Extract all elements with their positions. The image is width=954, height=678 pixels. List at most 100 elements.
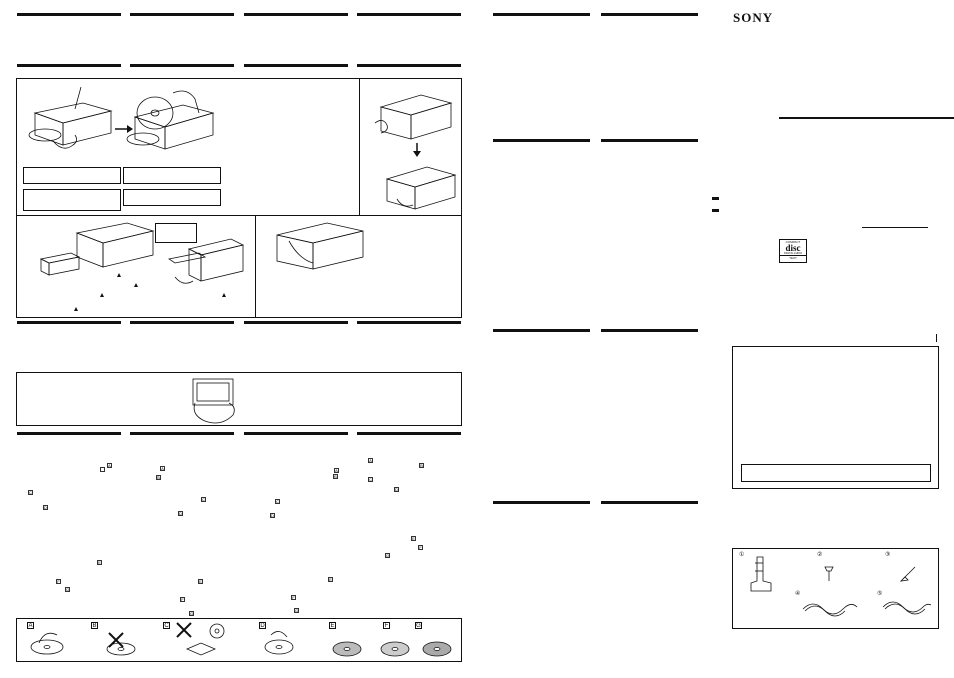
col-header-rule-3 — [244, 13, 348, 16]
mid-rule-4 — [357, 321, 461, 324]
cleaning-illustration-panel — [16, 372, 462, 426]
changer-eject-illustration — [374, 94, 457, 210]
bullet-square-1 — [712, 197, 719, 200]
caption-box-2 — [23, 189, 121, 211]
marker-col4-e: E — [411, 536, 416, 541]
magazine-remove-illustration — [276, 222, 364, 270]
parts-illustrations — [750, 556, 932, 617]
marker-triangle-2 — [134, 283, 138, 287]
small-vertical-mark — [936, 334, 937, 342]
panel-divider-vertical-bottom — [255, 215, 256, 317]
marker-col1-a2 — [100, 467, 105, 472]
warning-box — [732, 346, 939, 489]
col-section-rule-4 — [357, 64, 461, 67]
marker-col4-f: F — [418, 545, 423, 550]
part-number-4: ④ — [795, 591, 801, 597]
caption-box-3 — [123, 167, 221, 184]
marker-col1-a: A — [107, 463, 112, 468]
marker-col3-f: F — [291, 595, 296, 600]
mid-col-section-1 — [493, 139, 590, 142]
mid-col-section-3 — [493, 329, 590, 332]
marker-col1-g: G — [65, 587, 70, 592]
sony-logo: SONY — [733, 10, 774, 25]
col-header-rule-2 — [130, 13, 234, 16]
disc-label-g: G — [415, 622, 422, 629]
model-number-rule — [862, 227, 928, 228]
mid-col-header-2 — [601, 13, 698, 16]
bullet-square-2 — [712, 209, 719, 212]
marker-col3-c: C — [275, 499, 280, 504]
marker-col4-g: G — [385, 553, 390, 558]
cd-logo-main: disc — [785, 243, 801, 253]
marker-col1-d: D — [43, 505, 48, 510]
panel-divider-vertical — [359, 79, 360, 215]
marker-col3-b: B — [333, 474, 338, 479]
magazine-insert-illustration — [39, 222, 245, 284]
part-number-5: ⑤ — [877, 591, 883, 597]
warning-inner-box — [741, 464, 931, 482]
marker-triangle-5 — [222, 293, 226, 297]
part-number-3: ③ — [885, 552, 891, 558]
marker-col1-c: C — [28, 490, 33, 495]
cd-logo-top: COMPACT — [785, 240, 801, 244]
lower-rule-2 — [130, 432, 234, 435]
lower-rule-4 — [357, 432, 461, 435]
disc-handling-illustrations — [30, 622, 452, 657]
marker-col4-d: D — [394, 487, 399, 492]
col-section-rule-3 — [244, 64, 348, 67]
marker-col3-a: A — [334, 468, 339, 473]
disc-label-d: D — [259, 622, 266, 629]
disc-label-b: B — [91, 622, 98, 629]
caption-box-4 — [123, 189, 221, 206]
marker-triangle-3 — [100, 293, 104, 297]
marker-triangle-4 — [74, 307, 78, 311]
marker-col2-b: B — [156, 475, 161, 480]
part-number-1: ① — [739, 552, 745, 558]
col-header-rule-1 — [17, 13, 121, 16]
disc-label-a: A — [27, 622, 34, 629]
compact-disc-logo: COMPACT disc DIGITAL AUDIO TEXT — [779, 239, 807, 263]
marker-col4-c: C — [368, 477, 373, 482]
marker-col2-g: G — [189, 611, 194, 616]
marker-col3-d: D — [270, 513, 275, 518]
marker-col4-b: B — [419, 463, 424, 468]
disc-handling-strip: A B C D E F G — [16, 618, 462, 662]
mid-rule-2 — [130, 321, 234, 324]
illustration-panel-top — [16, 78, 462, 318]
marker-col2-d: D — [178, 511, 183, 516]
col-header-rule-4 — [357, 13, 461, 16]
marker-triangle-1 — [117, 273, 121, 277]
disc-label-e: E — [329, 622, 336, 629]
mid-col-section-4 — [601, 329, 698, 332]
disc-label-c: C — [163, 622, 170, 629]
marker-col2-e: E — [198, 579, 203, 584]
marker-col2-f: F — [180, 597, 185, 602]
cleaning-cloth-illustration — [192, 378, 235, 424]
cd-logo-tag: TEXT — [780, 255, 806, 260]
panel-divider-horizontal — [17, 215, 461, 216]
mid-col-header-1 — [493, 13, 590, 16]
lower-rule-3 — [244, 432, 348, 435]
mid-col-section-2 — [601, 139, 698, 142]
mid-rule-1 — [17, 321, 121, 324]
marker-col3-e: E — [328, 577, 333, 582]
disc-label-f: F — [383, 622, 390, 629]
caption-box-1 — [23, 167, 121, 184]
marker-col2-a: A — [160, 466, 165, 471]
col-section-rule-1 — [17, 64, 121, 67]
col-section-rule-2 — [130, 64, 234, 67]
marker-col4-a: A — [368, 458, 373, 463]
marker-col2-c: C — [201, 497, 206, 502]
mid-col-section-6 — [601, 501, 698, 504]
parts-list-box: ① ② ③ ④ ⑤ — [732, 548, 939, 629]
marker-col3-g: G — [294, 608, 299, 613]
cover-title-rule — [779, 117, 954, 119]
mid-rule-3 — [244, 321, 348, 324]
marker-col1-e: E — [97, 560, 102, 565]
mid-col-section-5 — [493, 501, 590, 504]
changer-insert-illustration — [28, 86, 215, 150]
small-label-box — [155, 223, 197, 243]
lower-rule-1 — [17, 432, 121, 435]
marker-col1-f: F — [56, 579, 61, 584]
part-number-2: ② — [817, 552, 823, 558]
